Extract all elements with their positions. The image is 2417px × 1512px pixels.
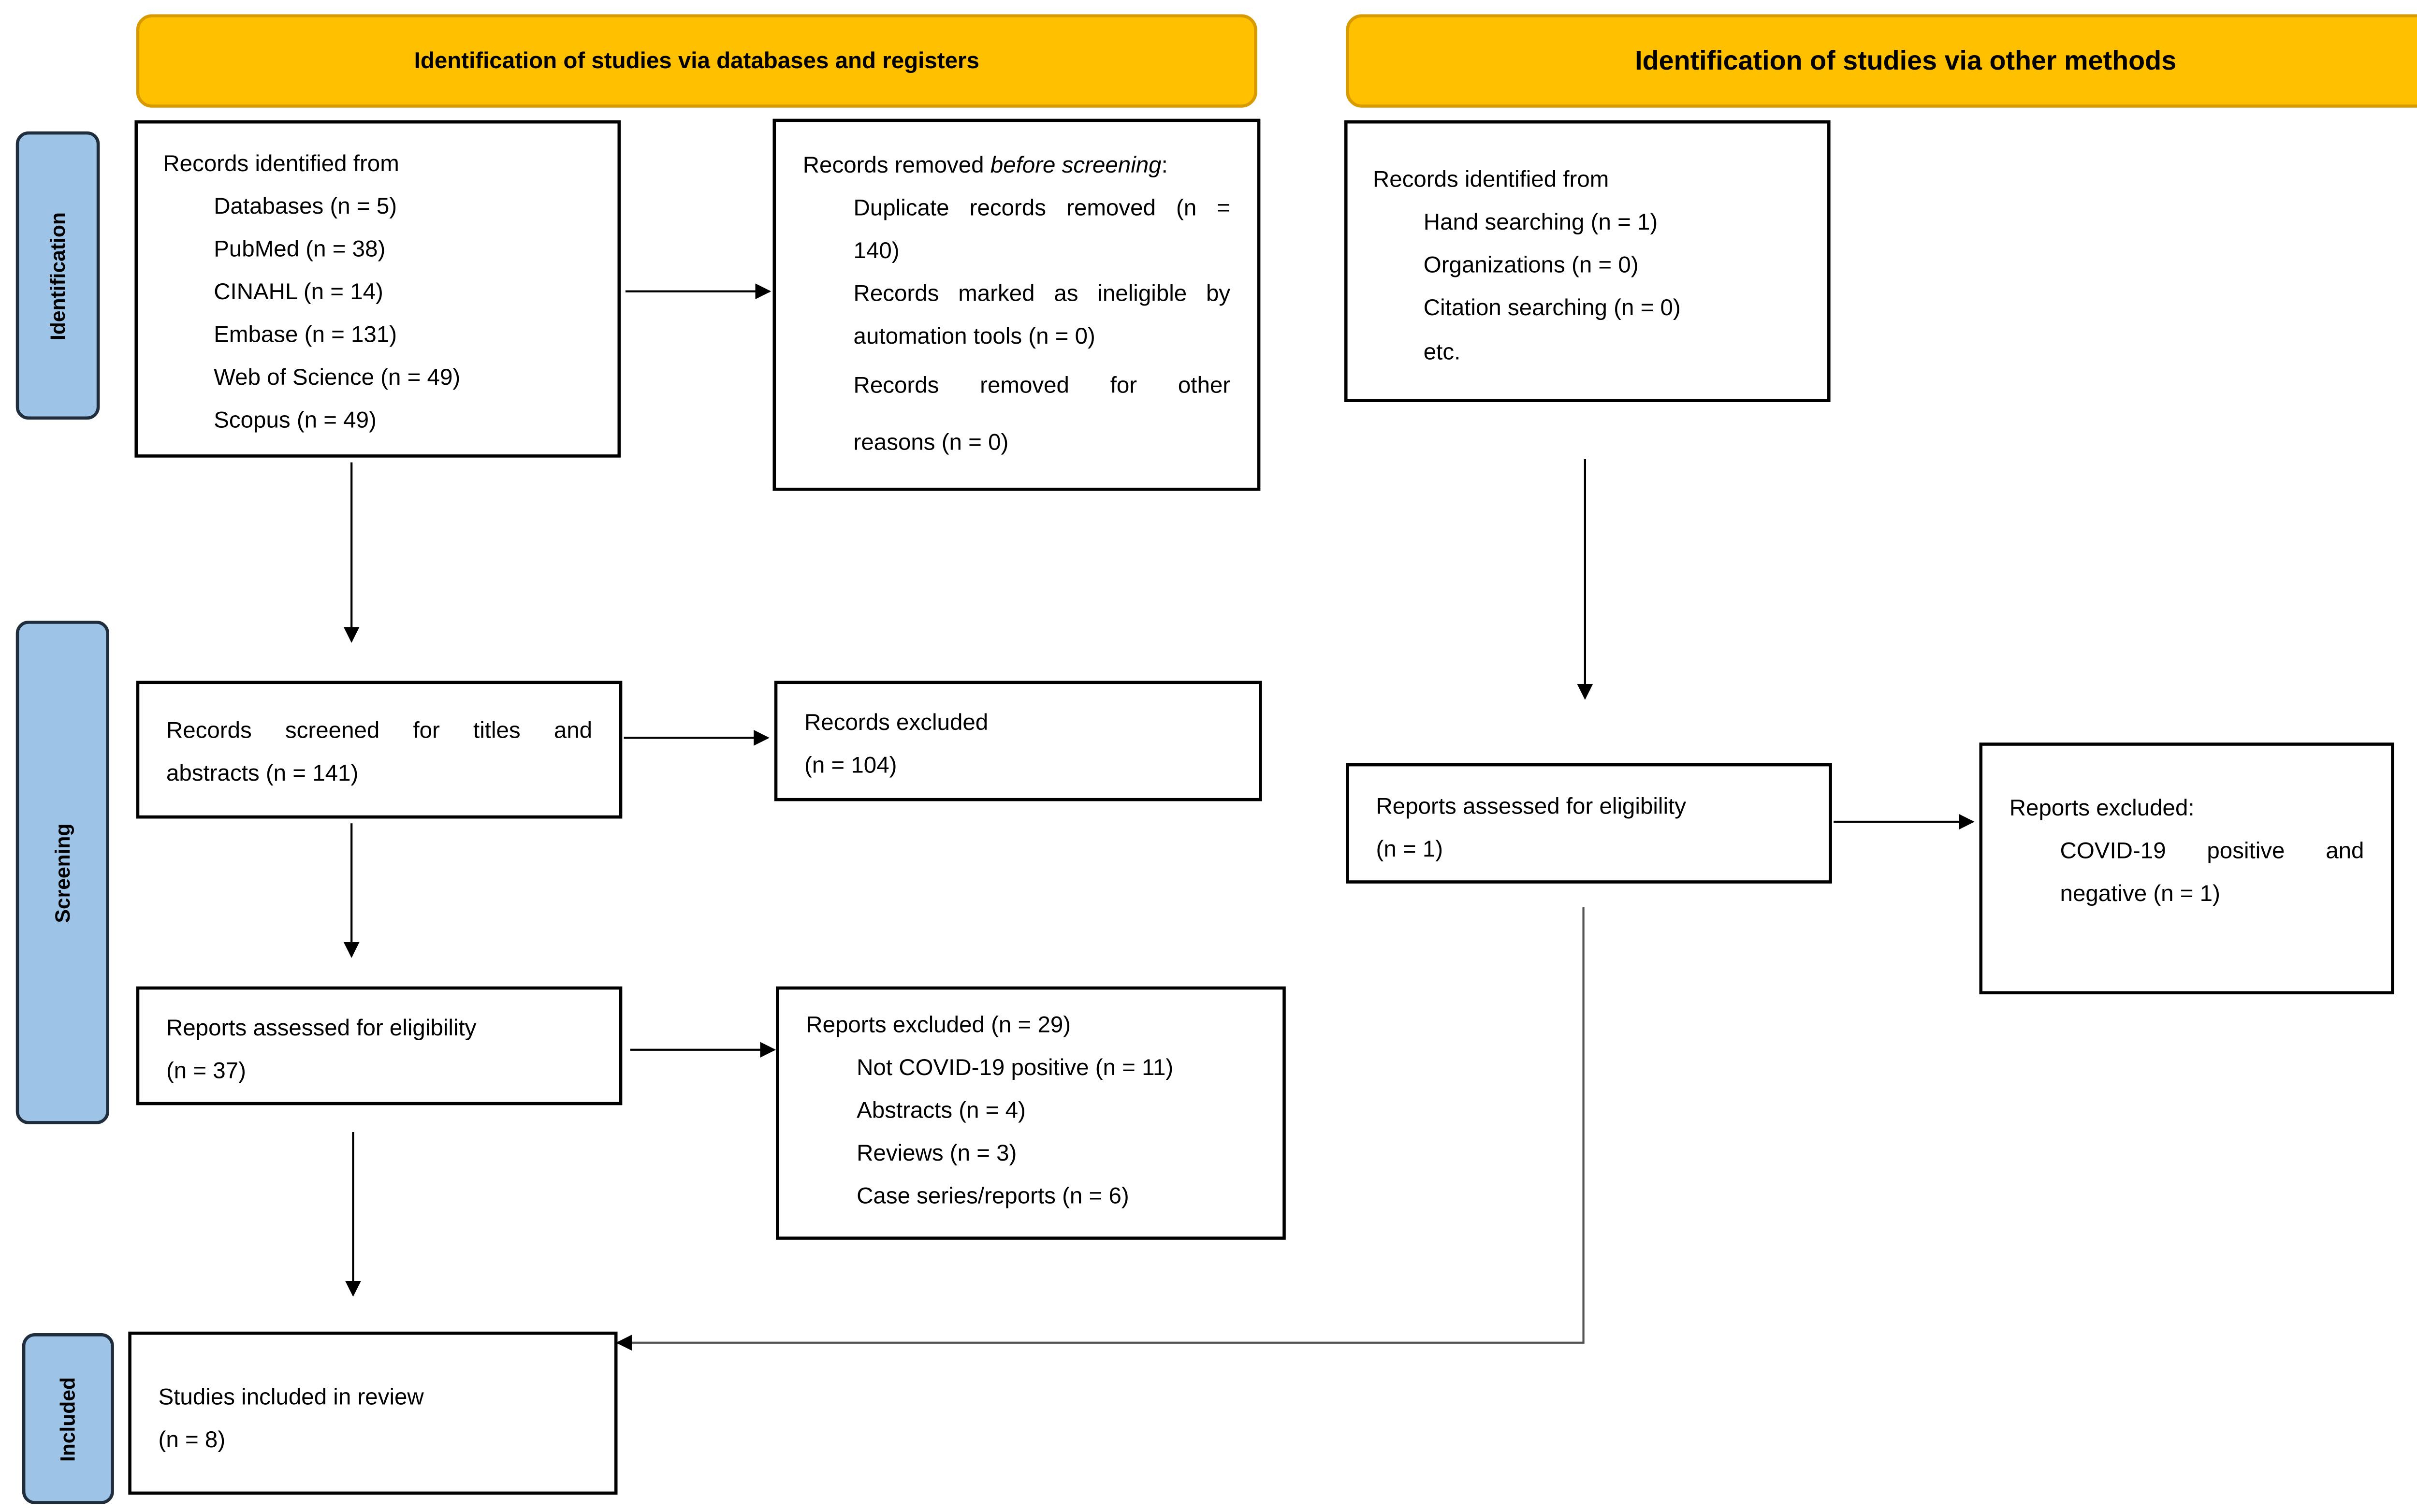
header-other-methods: Identification of studies via other meth… <box>1346 14 2417 108</box>
removed-title-emphasis: before screening <box>990 153 1162 179</box>
db-identified-item: Web of Science (n = 49) <box>214 365 461 392</box>
removed-title-suffix: : <box>1161 153 1168 179</box>
header-databases: Identification of studies via databases … <box>136 14 1257 108</box>
stage-screening: Screening <box>15 621 110 1124</box>
header-databases-label: Identification of studies via databases … <box>414 48 979 74</box>
included-title: Studies included in review <box>158 1385 424 1411</box>
header-other-methods-label: Identification of studies via other meth… <box>1635 45 2177 75</box>
stage-included-label: Included <box>56 1376 80 1461</box>
db-reports-excluded-item: Not COVID-19 positive (n = 11) <box>857 1056 1174 1082</box>
other-identified-item: Citation searching (n = 0) <box>1423 296 1681 321</box>
stage-screening-label: Screening <box>50 822 74 922</box>
stage-included: Included <box>22 1333 114 1504</box>
db-reports-excluded-item: Case series/reports (n = 6) <box>857 1184 1129 1210</box>
db-identified-item: PubMed (n = 38) <box>214 237 386 263</box>
box-other-reports-excluded: Reports excluded: COVID-19 positive and … <box>1979 742 2394 995</box>
other-assessed-title: Reports assessed for eligibility <box>1376 795 1687 820</box>
db-identified-item: CINAHL (n = 14) <box>214 280 383 306</box>
screened-line: Records screened for titles and <box>166 719 593 744</box>
removed-title-prefix: Records removed <box>802 153 990 179</box>
box-db-reports-assessed: Reports assessed for eligibility (n = 37… <box>136 986 623 1105</box>
arrow-other-to-included <box>616 907 1585 1351</box>
other-identified-item: etc. <box>1423 340 1461 366</box>
screened-line: abstracts (n = 141) <box>166 761 359 787</box>
db-identified-item: Databases (n = 5) <box>214 194 397 220</box>
other-assessed-count: (n = 1) <box>1376 837 1443 863</box>
box-records-screened: Records screened for titles and abstract… <box>136 681 623 819</box>
other-reports-excluded-title: Reports excluded: <box>2009 796 2195 822</box>
records-excluded-count: (n = 104) <box>804 754 897 779</box>
box-db-reports-excluded: Reports excluded (n = 29) Not COVID-19 p… <box>776 986 1286 1240</box>
removed-line: reasons (n = 0) <box>853 430 1009 456</box>
box-db-records-identified: Records identified from Databases (n = 5… <box>134 120 621 458</box>
stage-identification: Identification <box>15 131 100 420</box>
other-identified-title: Records identified from <box>1372 168 1609 193</box>
db-identified-item: Embase (n = 131) <box>214 323 397 349</box>
box-other-records-identified: Records identified from Hand searching (… <box>1344 120 1831 403</box>
db-identified-title: Records identified from <box>163 152 399 177</box>
removed-line: Records marked as ineligible by <box>853 282 1231 307</box>
other-reports-excluded-line: negative (n = 1) <box>2060 882 2220 907</box>
db-assessed-title: Reports assessed for eligibility <box>166 1016 477 1042</box>
box-records-excluded: Records excluded (n = 104) <box>774 681 1262 801</box>
removed-line: automation tools (n = 0) <box>853 324 1095 350</box>
db-reports-excluded-title: Reports excluded (n = 29) <box>806 1013 1071 1039</box>
other-reports-excluded-line: COVID-19 positive and <box>2060 839 2364 865</box>
removed-line: Duplicate records removed (n = <box>853 196 1231 222</box>
included-count: (n = 8) <box>158 1428 226 1454</box>
db-reports-excluded-item: Reviews (n = 3) <box>857 1141 1017 1167</box>
box-studies-included: Studies included in review (n = 8) <box>128 1331 618 1495</box>
removed-line: 140) <box>853 239 900 265</box>
records-excluded-title: Records excluded <box>804 711 989 737</box>
removed-title: Records removed before screening: <box>803 145 1230 188</box>
db-reports-excluded-item: Abstracts (n = 4) <box>857 1099 1026 1124</box>
box-other-reports-assessed: Reports assessed for eligibility (n = 1) <box>1346 763 1832 884</box>
removed-line: Records removed for other <box>853 374 1231 399</box>
db-identified-item: Scopus (n = 49) <box>214 408 377 434</box>
db-assessed-count: (n = 37) <box>166 1059 246 1085</box>
box-records-removed: Records removed before screening: Duplic… <box>772 118 1261 491</box>
stage-identification-label: Identification <box>46 211 70 340</box>
other-identified-item: Organizations (n = 0) <box>1423 253 1639 279</box>
other-identified-item: Hand searching (n = 1) <box>1423 210 1658 236</box>
